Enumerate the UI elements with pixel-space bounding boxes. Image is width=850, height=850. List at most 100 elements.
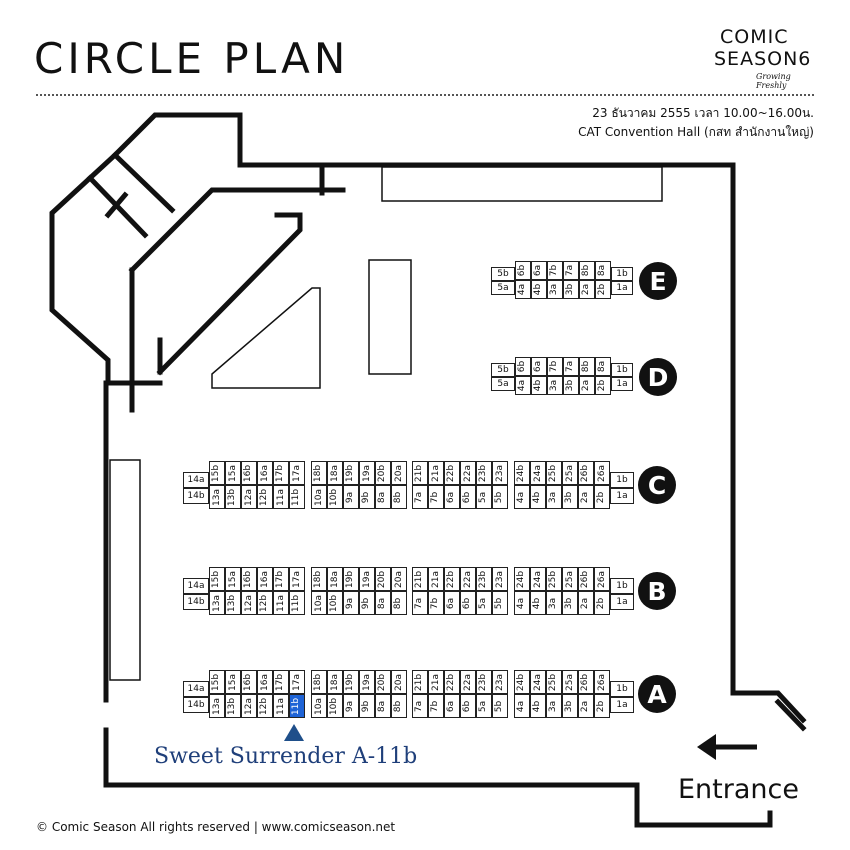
booth-C-25b[interactable]: 25b <box>546 461 562 485</box>
booth-C-15a[interactable]: 15a <box>225 461 241 485</box>
booth-A-20a[interactable]: 20a <box>391 670 407 694</box>
booth-C-23b[interactable]: 23b <box>476 461 492 485</box>
booth-A-4a[interactable]: 4a <box>514 694 530 718</box>
booth-A-18b[interactable]: 18b <box>311 670 327 694</box>
booth-C-9a[interactable]: 9a <box>343 485 359 509</box>
booth-C-1b[interactable]: 1b <box>610 472 634 488</box>
booth-C-3b[interactable]: 3b <box>562 485 578 509</box>
booth-C-14b[interactable]: 14b <box>183 488 209 504</box>
booth-B-24b[interactable]: 24b <box>514 567 530 591</box>
booth-E-5a[interactable]: 5a <box>491 281 515 295</box>
booth-D-2a[interactable]: 2a <box>579 376 595 395</box>
booth-C-4a[interactable]: 4a <box>514 485 530 509</box>
booth-E-4b[interactable]: 4b <box>531 280 547 299</box>
booth-D-4b[interactable]: 4b <box>531 376 547 395</box>
booth-B-17a[interactable]: 17a <box>289 567 305 591</box>
booth-B-7a[interactable]: 7a <box>412 591 428 615</box>
booth-B-18b[interactable]: 18b <box>311 567 327 591</box>
booth-A-15a[interactable]: 15a <box>225 670 241 694</box>
booth-C-18b[interactable]: 18b <box>311 461 327 485</box>
booth-E-1b[interactable]: 1b <box>611 267 633 281</box>
booth-C-12a[interactable]: 12a <box>241 485 257 509</box>
booth-A-21a[interactable]: 21a <box>428 670 444 694</box>
booth-A-17b[interactable]: 17b <box>273 670 289 694</box>
booth-B-11a[interactable]: 11a <box>273 591 289 615</box>
booth-A-3b[interactable]: 3b <box>562 694 578 718</box>
booth-E-7b[interactable]: 7b <box>547 261 563 280</box>
booth-C-4b[interactable]: 4b <box>530 485 546 509</box>
booth-C-20a[interactable]: 20a <box>391 461 407 485</box>
booth-B-20a[interactable]: 20a <box>391 567 407 591</box>
booth-A-7a[interactable]: 7a <box>412 694 428 718</box>
booth-A-18a[interactable]: 18a <box>327 670 343 694</box>
booth-D-1a[interactable]: 1a <box>611 377 633 391</box>
booth-B-18a[interactable]: 18a <box>327 567 343 591</box>
booth-C-26b[interactable]: 26b <box>578 461 594 485</box>
booth-A-6b[interactable]: 6b <box>460 694 476 718</box>
booth-D-8b[interactable]: 8b <box>579 357 595 376</box>
booth-B-10a[interactable]: 10a <box>311 591 327 615</box>
booth-A-17a[interactable]: 17a <box>289 670 305 694</box>
booth-C-12b[interactable]: 12b <box>257 485 273 509</box>
booth-A-14b[interactable]: 14b <box>183 697 209 713</box>
booth-A-20b[interactable]: 20b <box>375 670 391 694</box>
booth-B-11b[interactable]: 11b <box>289 591 305 615</box>
booth-B-10b[interactable]: 10b <box>327 591 343 615</box>
booth-A-23b[interactable]: 23b <box>476 670 492 694</box>
booth-E-7a[interactable]: 7a <box>563 261 579 280</box>
booth-B-26b[interactable]: 26b <box>578 567 594 591</box>
booth-A-9a[interactable]: 9a <box>343 694 359 718</box>
booth-A-23a[interactable]: 23a <box>492 670 508 694</box>
booth-A-3a[interactable]: 3a <box>546 694 562 718</box>
booth-A-10b[interactable]: 10b <box>327 694 343 718</box>
booth-B-15a[interactable]: 15a <box>225 567 241 591</box>
booth-A-11a[interactable]: 11a <box>273 694 289 718</box>
booth-A-14a[interactable]: 14a <box>183 681 209 697</box>
booth-B-20b[interactable]: 20b <box>375 567 391 591</box>
booth-A-6a[interactable]: 6a <box>444 694 460 718</box>
booth-A-2b[interactable]: 2b <box>594 694 610 718</box>
booth-B-21b[interactable]: 21b <box>412 567 428 591</box>
booth-B-8a[interactable]: 8a <box>375 591 391 615</box>
booth-A-9b[interactable]: 9b <box>359 694 375 718</box>
booth-B-16a[interactable]: 16a <box>257 567 273 591</box>
booth-B-2a[interactable]: 2a <box>578 591 594 615</box>
booth-A-4b[interactable]: 4b <box>530 694 546 718</box>
booth-E-6b[interactable]: 6b <box>515 261 531 280</box>
booth-D-6a[interactable]: 6a <box>531 357 547 376</box>
booth-C-25a[interactable]: 25a <box>562 461 578 485</box>
booth-D-8a[interactable]: 8a <box>595 357 611 376</box>
booth-B-4b[interactable]: 4b <box>530 591 546 615</box>
booth-E-3b[interactable]: 3b <box>563 280 579 299</box>
booth-B-3a[interactable]: 3a <box>546 591 562 615</box>
booth-D-3b[interactable]: 3b <box>563 376 579 395</box>
booth-C-6b[interactable]: 6b <box>460 485 476 509</box>
booth-D-4a[interactable]: 4a <box>515 376 531 395</box>
booth-E-3a[interactable]: 3a <box>547 280 563 299</box>
booth-C-17a[interactable]: 17a <box>289 461 305 485</box>
booth-E-8b[interactable]: 8b <box>579 261 595 280</box>
booth-D-7a[interactable]: 7a <box>563 357 579 376</box>
booth-C-8a[interactable]: 8a <box>375 485 391 509</box>
booth-E-1a[interactable]: 1a <box>611 281 633 295</box>
booth-C-16a[interactable]: 16a <box>257 461 273 485</box>
booth-C-6a[interactable]: 6a <box>444 485 460 509</box>
booth-C-26a[interactable]: 26a <box>594 461 610 485</box>
booth-C-17b[interactable]: 17b <box>273 461 289 485</box>
booth-C-5b[interactable]: 5b <box>492 485 508 509</box>
booth-A-10a[interactable]: 10a <box>311 694 327 718</box>
booth-B-25b[interactable]: 25b <box>546 567 562 591</box>
booth-C-19a[interactable]: 19a <box>359 461 375 485</box>
booth-A-22a[interactable]: 22a <box>460 670 476 694</box>
booth-A-21b[interactable]: 21b <box>412 670 428 694</box>
booth-B-13a[interactable]: 13a <box>209 591 225 615</box>
booth-C-18a[interactable]: 18a <box>327 461 343 485</box>
booth-B-26a[interactable]: 26a <box>594 567 610 591</box>
booth-C-13b[interactable]: 13b <box>225 485 241 509</box>
booth-B-14a[interactable]: 14a <box>183 578 209 594</box>
booth-B-6b[interactable]: 6b <box>460 591 476 615</box>
booth-B-8b[interactable]: 8b <box>391 591 407 615</box>
booth-B-15b[interactable]: 15b <box>209 567 225 591</box>
booth-C-5a[interactable]: 5a <box>476 485 492 509</box>
booth-D-6b[interactable]: 6b <box>515 357 531 376</box>
